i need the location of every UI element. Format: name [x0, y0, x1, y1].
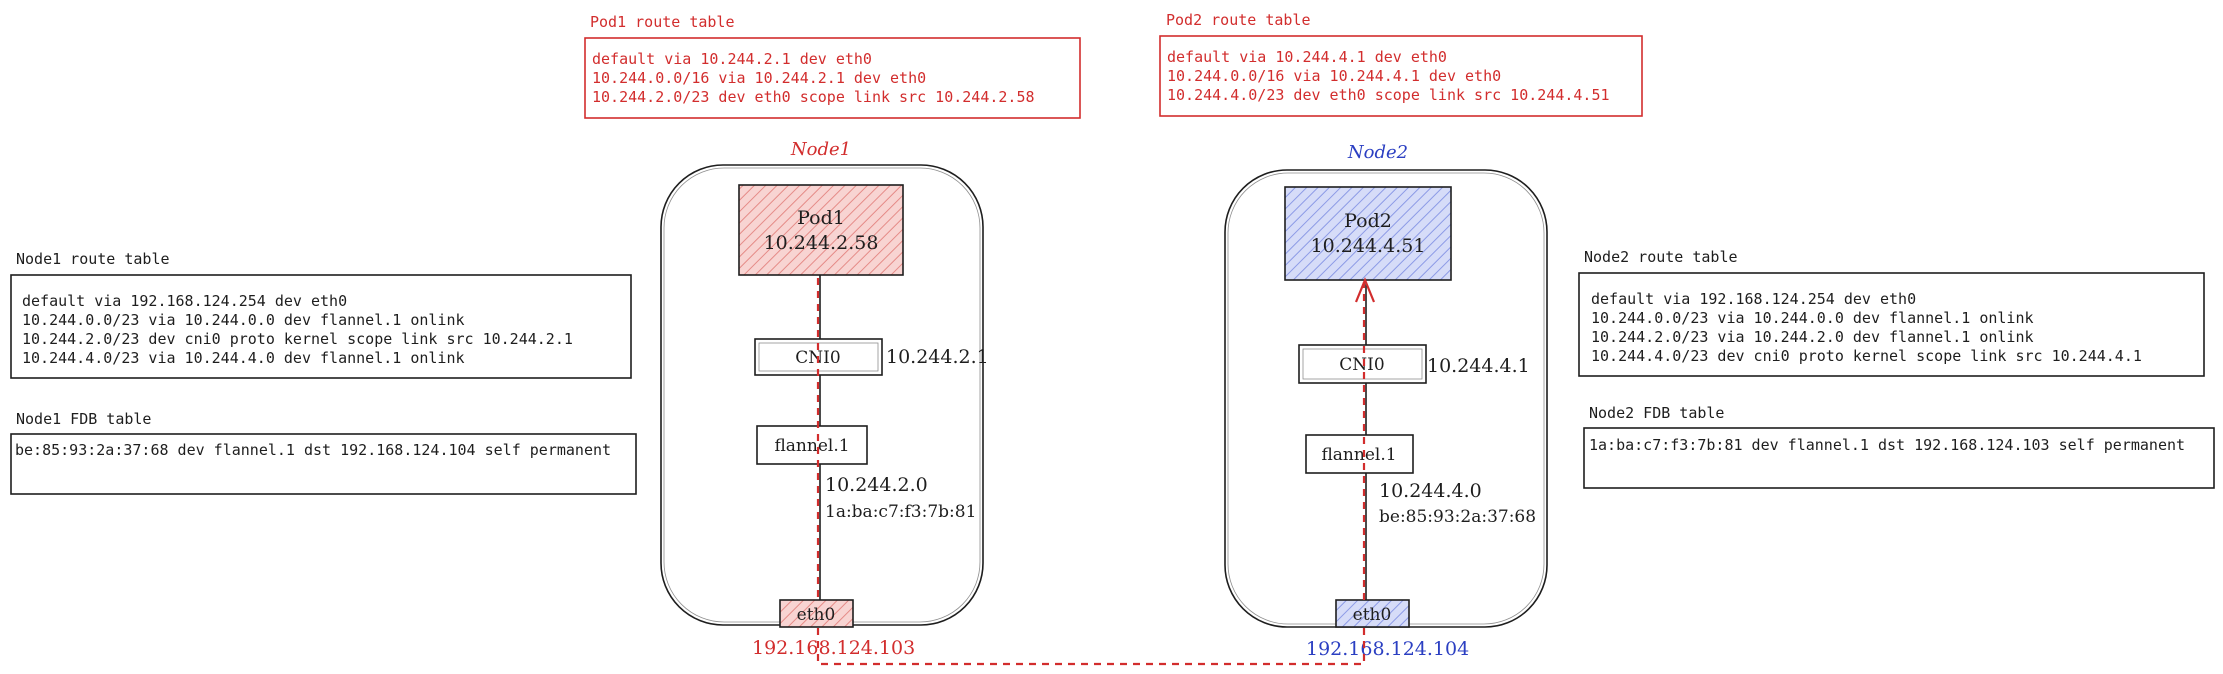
node2-eth0-box	[1335, 599, 1410, 628]
node2-fdb-table: Node2 FDB table 1a:ba:c7:f3:7b:81 dev fl…	[1583, 404, 2215, 489]
arrowhead-icon	[1354, 277, 1376, 303]
packet-path-line	[816, 278, 1366, 666]
node1-flannel-ip: 10.244.2.0	[825, 474, 928, 496]
pod1-route-table: Pod1 route table default via 10.244.2.1 …	[584, 13, 1081, 119]
node1-route-table-title: Node1 route table	[16, 250, 170, 268]
pod1-route-line: default via 10.244.2.1 dev eth0	[592, 50, 872, 68]
node2-flannel-ip: 10.244.4.0	[1379, 480, 1482, 502]
node2-flannel-label: flannel.1	[1321, 445, 1396, 465]
node1: Node1 Pod1 10.244.2.58 CNI0 10.244.2.1 f…	[660, 139, 989, 659]
node1-fdb-table-title: Node1 FDB table	[16, 410, 151, 428]
node2-eth0-label: eth0	[1353, 605, 1392, 625]
node1-flannel-box	[756, 425, 868, 465]
node1-route-line: 10.244.0.0/23 via 10.244.0.0 dev flannel…	[22, 311, 465, 329]
node1-fdb-table: Node1 FDB table be:85:93:2a:37:68 dev fl…	[10, 410, 637, 495]
node2-fdb-table-title: Node2 FDB table	[1589, 404, 1724, 422]
pod2-route-table-title: Pod2 route table	[1166, 11, 1311, 29]
node2: Node2 Pod2 10.244.4.51 CNI0 10.244.4.1 f…	[1224, 142, 1548, 660]
node2-flannel-mac: be:85:93:2a:37:68	[1379, 507, 1536, 527]
node1-route-table: Node1 route table default via 192.168.12…	[10, 250, 632, 379]
pod1-route-line: 10.244.2.0/23 dev eth0 scope link src 10…	[592, 88, 1035, 106]
pod2-route-line: 10.244.4.0/23 dev eth0 scope link src 10…	[1167, 86, 1610, 104]
pod1-route-line: 10.244.0.0/16 via 10.244.2.1 dev eth0	[592, 69, 926, 87]
node2-eth0-ip: 192.168.124.104	[1306, 638, 1469, 660]
node2-route-table-title: Node2 route table	[1584, 248, 1738, 266]
pod2-box	[1284, 186, 1452, 281]
packet-path	[816, 277, 1376, 666]
node2-cni0-box	[1298, 344, 1427, 384]
node2-cni0-ip: 10.244.4.1	[1427, 355, 1530, 377]
node1-label: Node1	[790, 139, 851, 160]
node1-route-line: 10.244.4.0/23 via 10.244.4.0 dev flannel…	[22, 349, 465, 367]
node2-route-line: 10.244.4.0/23 dev cni0 proto kernel scop…	[1591, 347, 2142, 365]
node1-route-line: default via 192.168.124.254 dev eth0	[22, 292, 347, 310]
node1-eth0-box	[779, 599, 854, 628]
pod2-route-line: 10.244.0.0/16 via 10.244.4.1 dev eth0	[1167, 67, 1501, 85]
node2-flannel-box	[1305, 434, 1414, 474]
node1-flannel-label: flannel.1	[774, 436, 849, 456]
node1-route-line: 10.244.2.0/23 dev cni0 proto kernel scop…	[22, 330, 573, 348]
node2-route-line: 10.244.2.0/23 via 10.244.2.0 dev flannel…	[1591, 328, 2034, 346]
pod1-ip: 10.244.2.58	[764, 232, 879, 254]
node2-cni0-label: CNI0	[1339, 355, 1384, 375]
node1-flannel-mac: 1a:ba:c7:f3:7b:81	[825, 502, 976, 522]
node1-fdb-line: be:85:93:2a:37:68 dev flannel.1 dst 192.…	[15, 441, 611, 459]
node2-fdb-line: 1a:ba:c7:f3:7b:81 dev flannel.1 dst 192.…	[1589, 436, 2185, 454]
pod2-name: Pod2	[1344, 210, 1392, 232]
pod1-name: Pod1	[797, 207, 845, 229]
node2-route-line: 10.244.0.0/23 via 10.244.0.0 dev flannel…	[1591, 309, 2034, 327]
node2-route-table: Node2 route table default via 192.168.12…	[1578, 248, 2205, 377]
pod2-route-table: Pod2 route table default via 10.244.4.1 …	[1159, 11, 1643, 117]
node1-eth0-label: eth0	[797, 605, 836, 625]
pod2-route-line: default via 10.244.4.1 dev eth0	[1167, 48, 1447, 66]
pod2-ip: 10.244.4.51	[1311, 235, 1426, 257]
node1-cni0-ip: 10.244.2.1	[886, 346, 989, 368]
node2-label: Node2	[1347, 142, 1408, 163]
node2-route-line: default via 192.168.124.254 dev eth0	[1591, 290, 1916, 308]
node1-eth0-ip: 192.168.124.103	[752, 637, 915, 659]
pod1-route-table-title: Pod1 route table	[590, 13, 735, 31]
pod1-box	[738, 184, 904, 276]
